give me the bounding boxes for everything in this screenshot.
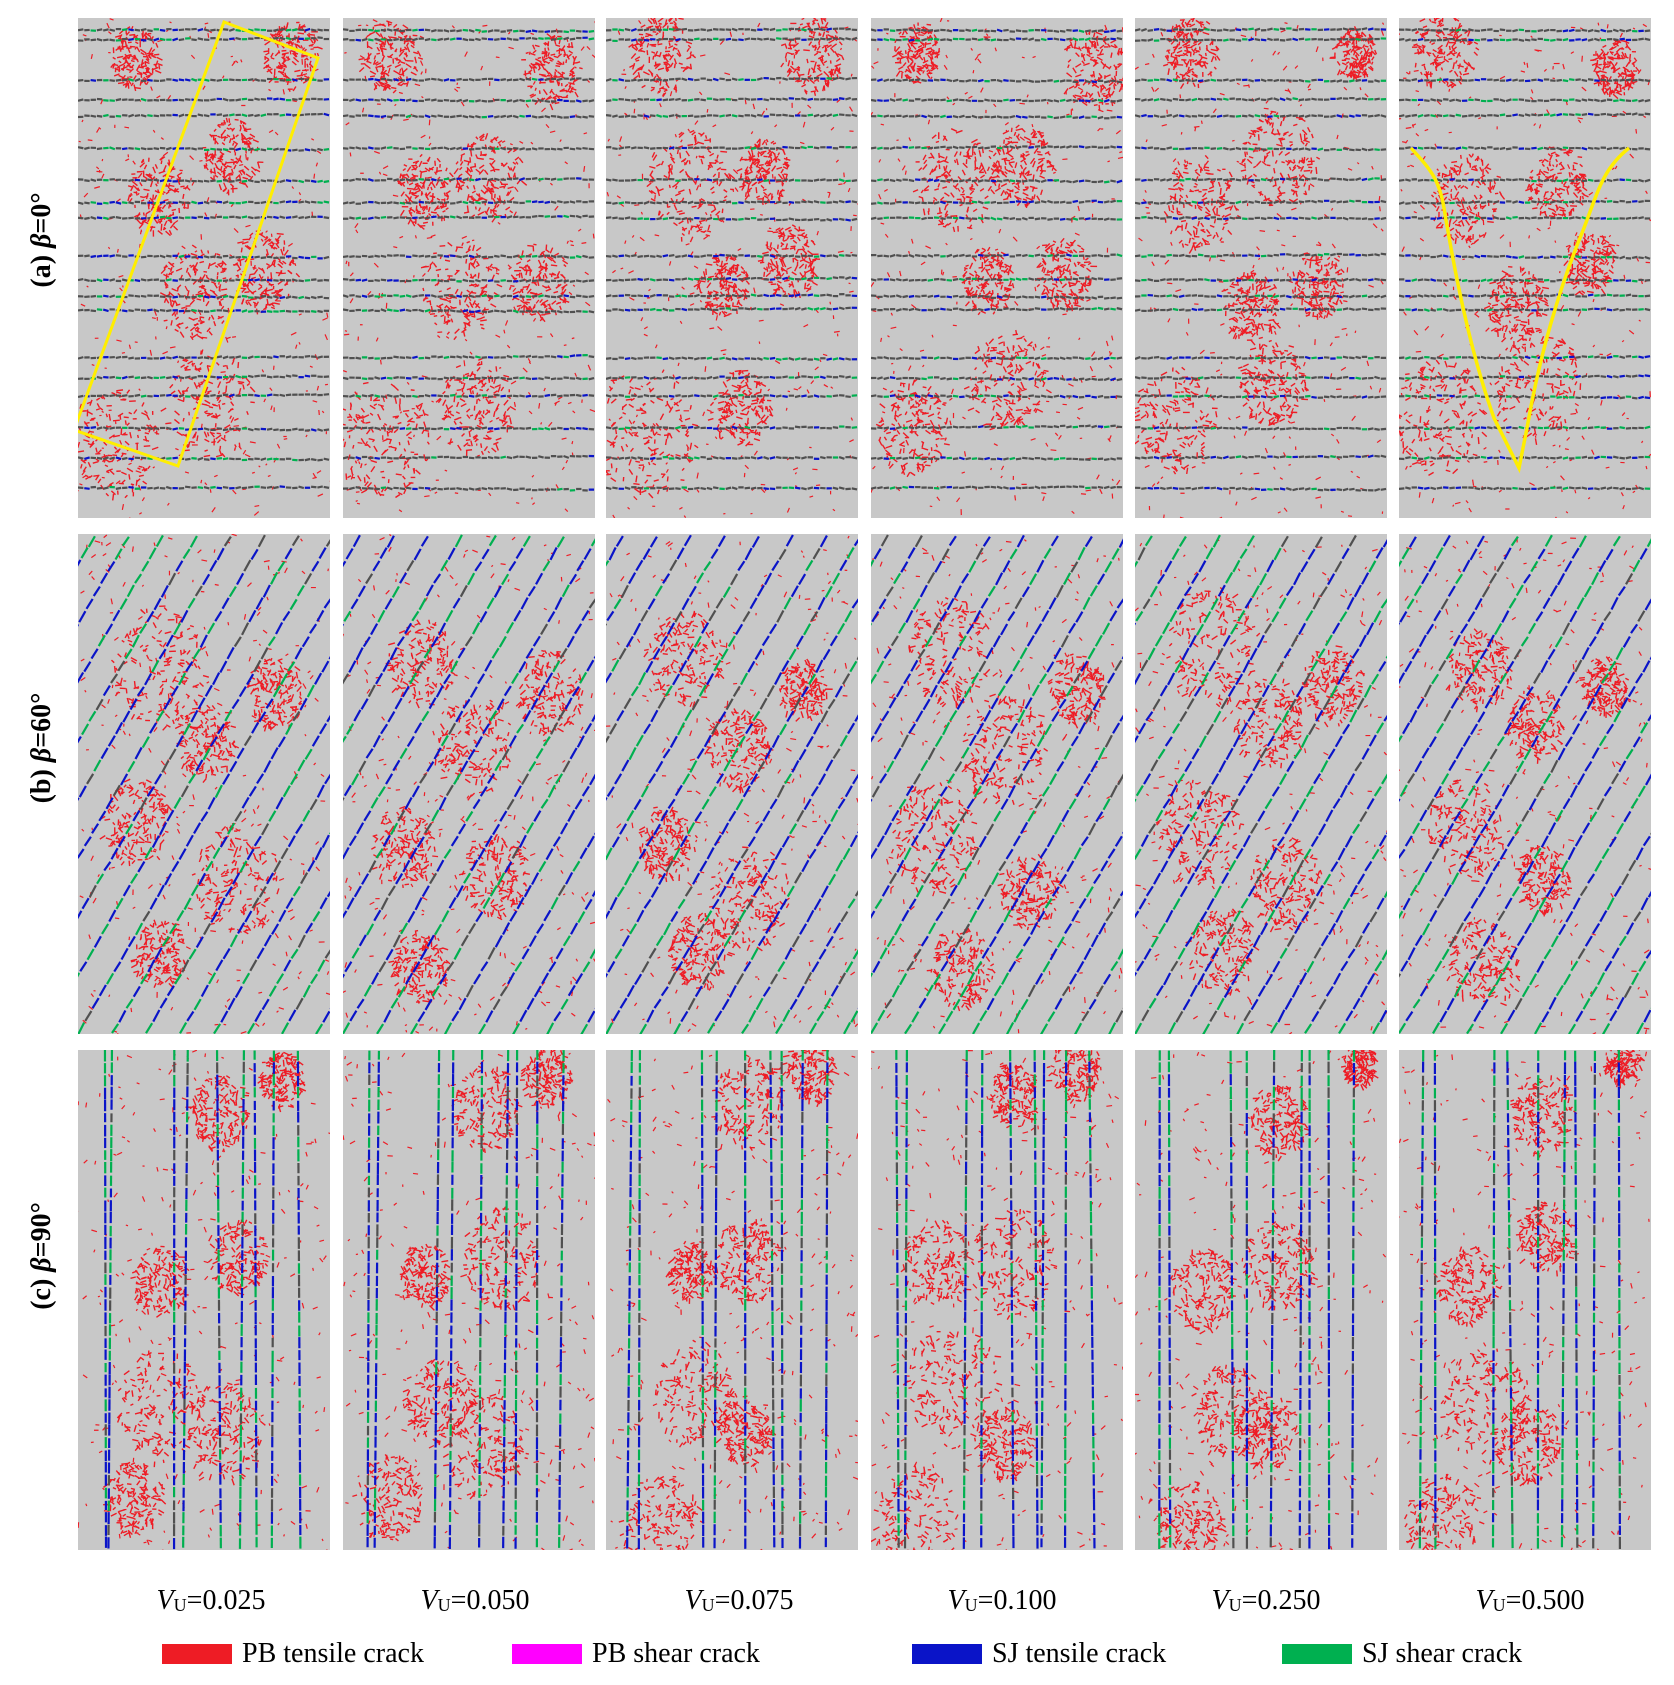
crack-panel-r3-c2 <box>343 1050 595 1550</box>
col-label-5: VU=0.250 <box>1166 1585 1366 1617</box>
row-label-c: (c) β=90° <box>22 1106 62 1406</box>
pb-tensile-cracks <box>343 1050 595 1550</box>
pb-tensile-cracks <box>1399 537 1651 1034</box>
legend-pb-tensile: PB tensile crack <box>162 1635 424 1673</box>
joint-lines <box>626 1050 829 1550</box>
joint-lines <box>606 534 858 1034</box>
crack-panel-svg <box>343 18 595 518</box>
crack-panel-r1-c1 <box>78 18 330 518</box>
crack-panel-r1-c2 <box>343 18 595 518</box>
crack-panel-svg <box>871 18 1123 518</box>
pb-tensile-cracks <box>1399 1050 1650 1550</box>
joint-lines <box>1135 534 1387 1034</box>
col-label-3: VU=0.075 <box>639 1585 839 1617</box>
crack-panel-svg <box>343 534 595 1034</box>
legend-swatch-pb-shear <box>512 1644 582 1664</box>
joint-lines <box>343 28 595 492</box>
legend-swatch-sj-tensile <box>912 1644 982 1664</box>
crack-panel-svg <box>78 1050 330 1550</box>
joint-lines <box>871 28 1123 490</box>
crack-panel-r1-c6 <box>1399 18 1651 518</box>
crack-panel-r2-c3 <box>606 534 858 1034</box>
crack-panel-r1-c5 <box>1135 18 1387 518</box>
joint-lines <box>343 534 595 1034</box>
crack-panel-r2-c4 <box>871 534 1123 1034</box>
joint-lines <box>871 534 1123 1034</box>
pb-tensile-cracks <box>606 18 858 518</box>
crack-panel-svg <box>78 534 330 1034</box>
joint-lines <box>1135 27 1387 492</box>
pb-tensile-cracks <box>871 539 1123 1034</box>
joint-lines <box>1158 1050 1356 1550</box>
joint-lines <box>1418 1050 1621 1549</box>
joint-lines <box>78 534 330 1034</box>
crack-panel-r3-c3 <box>606 1050 858 1550</box>
crack-panel-r1-c4 <box>871 18 1123 518</box>
shear-band-box <box>78 20 320 468</box>
row-label-a: (a) β=0° <box>22 90 62 390</box>
crack-panel-svg <box>606 1050 858 1550</box>
joint-lines <box>895 1050 1096 1549</box>
crack-panel-svg <box>1399 18 1651 518</box>
joint-lines <box>366 1050 565 1549</box>
legend-swatch-pb-tensile <box>162 1644 232 1664</box>
crack-panel-svg <box>1399 534 1651 1034</box>
crack-panel-svg <box>871 534 1123 1034</box>
crack-panel-r3-c1 <box>78 1050 330 1550</box>
legend-sj-shear: SJ shear crack <box>1282 1635 1522 1673</box>
crack-panel-svg <box>1135 1050 1387 1550</box>
crack-panel-svg <box>606 18 858 518</box>
crack-panel-svg <box>1135 534 1387 1034</box>
crack-panel-svg <box>343 1050 595 1550</box>
crack-panel-r2-c6 <box>1399 534 1651 1034</box>
col-label-2: VU=0.050 <box>375 1585 575 1617</box>
row-label-b: (b) β=60° <box>22 598 62 898</box>
joint-lines <box>103 1050 302 1550</box>
col-label-1: VU=0.025 <box>111 1585 311 1617</box>
crack-panel-r3-c5 <box>1135 1050 1387 1550</box>
pb-tensile-cracks <box>606 535 858 1033</box>
joint-lines <box>78 27 330 490</box>
crack-panel-r2-c5 <box>1135 534 1387 1034</box>
crack-panel-svg <box>871 1050 1123 1550</box>
crack-panel-svg <box>606 534 858 1034</box>
crack-panel-svg <box>1135 18 1387 518</box>
crack-panel-svg <box>1399 1050 1651 1550</box>
crack-panel-svg <box>78 18 330 518</box>
crack-panel-r1-c3 <box>606 18 858 518</box>
legend-swatch-sj-shear <box>1282 1644 1352 1664</box>
crack-panel-r2-c2 <box>343 534 595 1034</box>
pb-tensile-cracks <box>871 18 1123 516</box>
legend-pb-shear: PB shear crack <box>512 1635 760 1673</box>
crack-panel-r3-c6 <box>1399 1050 1651 1550</box>
joint-lines <box>1399 534 1651 1034</box>
col-label-6: VU=0.500 <box>1430 1585 1630 1617</box>
pb-tensile-cracks <box>1399 18 1651 518</box>
joint-lines <box>606 27 858 491</box>
col-label-4: VU=0.100 <box>902 1585 1102 1617</box>
crack-panel-r3-c4 <box>871 1050 1123 1550</box>
pb-tensile-cracks <box>1135 18 1385 518</box>
crack-panel-r2-c1 <box>78 534 330 1034</box>
legend-sj-tensile: SJ tensile crack <box>912 1635 1166 1673</box>
v-shape-failure-curve <box>1409 146 1631 474</box>
